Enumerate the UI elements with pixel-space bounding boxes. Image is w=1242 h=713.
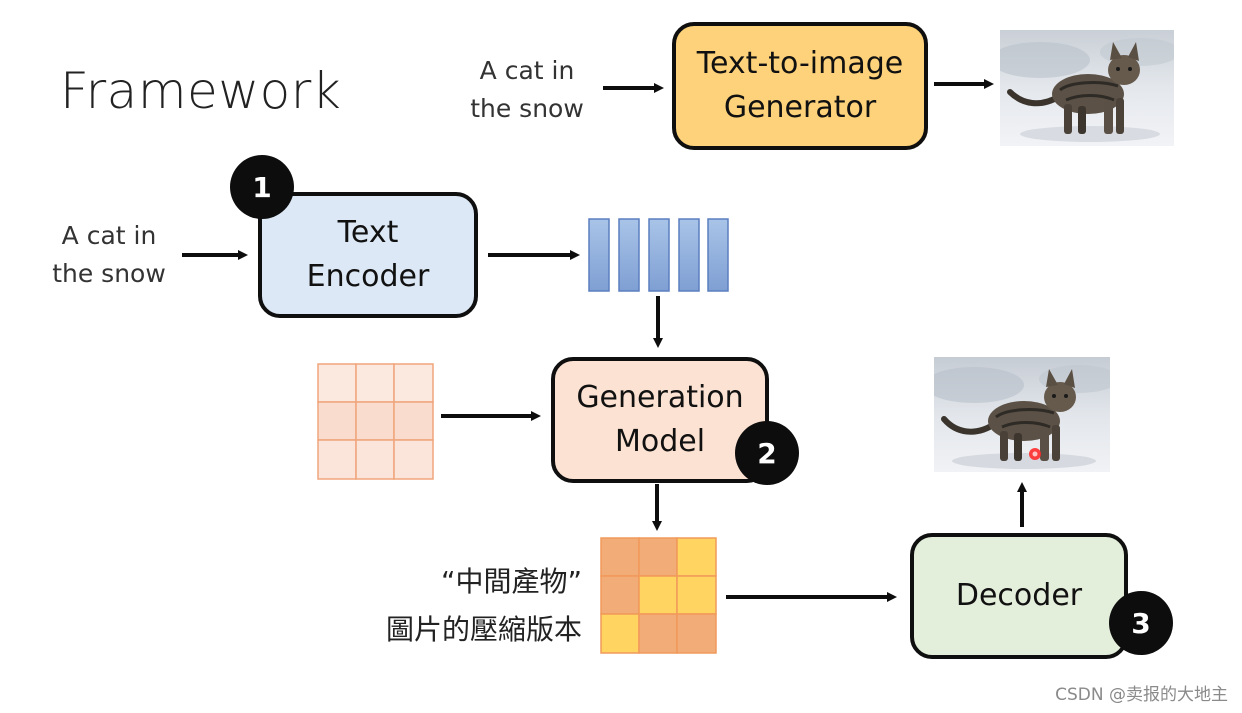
encoder-label-line2: Encoder <box>306 259 430 294</box>
step-1-badge: 1 <box>230 155 294 219</box>
intermediate-label-line1: “中間產物” <box>440 565 582 598</box>
main-prompt-line1: A cat in <box>61 221 157 250</box>
intermediate-label-line2: 圖片的壓縮版本 <box>385 613 582 646</box>
main-prompt-line2: the snow <box>52 259 166 288</box>
top-output-cat-image <box>990 30 1180 146</box>
decoded-cat-image <box>924 357 1119 472</box>
top-prompt-line1: A cat in <box>479 56 575 85</box>
generation-label-line2: Model <box>614 424 706 459</box>
decoder-label: Decoder <box>955 578 1083 613</box>
token-2 <box>618 218 640 292</box>
latent-grid <box>600 537 718 655</box>
intermediate-label: “中間產物” 圖片的壓縮版本 <box>330 558 582 654</box>
text-encoder-box: Text Encoder <box>258 192 478 318</box>
decoder-box: Decoder <box>910 533 1128 659</box>
token-4 <box>678 218 700 292</box>
noise-grid <box>317 363 435 481</box>
cat-photo-icon <box>924 357 1119 472</box>
page-title: Framework <box>60 62 342 120</box>
step-2-badge: 2 <box>735 421 799 485</box>
token-3 <box>648 218 670 292</box>
generation-label-line1: Generation <box>576 380 744 415</box>
token-1 <box>588 218 610 292</box>
encoder-label-line1: Text <box>337 215 399 250</box>
main-prompt-text: A cat in the snow <box>34 217 184 293</box>
token-5 <box>707 218 729 292</box>
text-embedding-tokens <box>588 218 730 293</box>
generation-model-box: Generation Model <box>551 357 769 483</box>
generator-label-line2: Generator <box>723 90 877 125</box>
top-prompt-text: A cat in the snow <box>452 52 602 128</box>
top-prompt-line2: the snow <box>470 94 584 123</box>
text-to-image-generator-box: Text-to-image Generator <box>672 22 928 150</box>
generator-label-line1: Text-to-image <box>696 46 904 81</box>
step-3-badge: 3 <box>1109 591 1173 655</box>
cat-photo-icon <box>990 30 1180 146</box>
watermark: CSDN @卖报的大地主 <box>1055 685 1228 705</box>
